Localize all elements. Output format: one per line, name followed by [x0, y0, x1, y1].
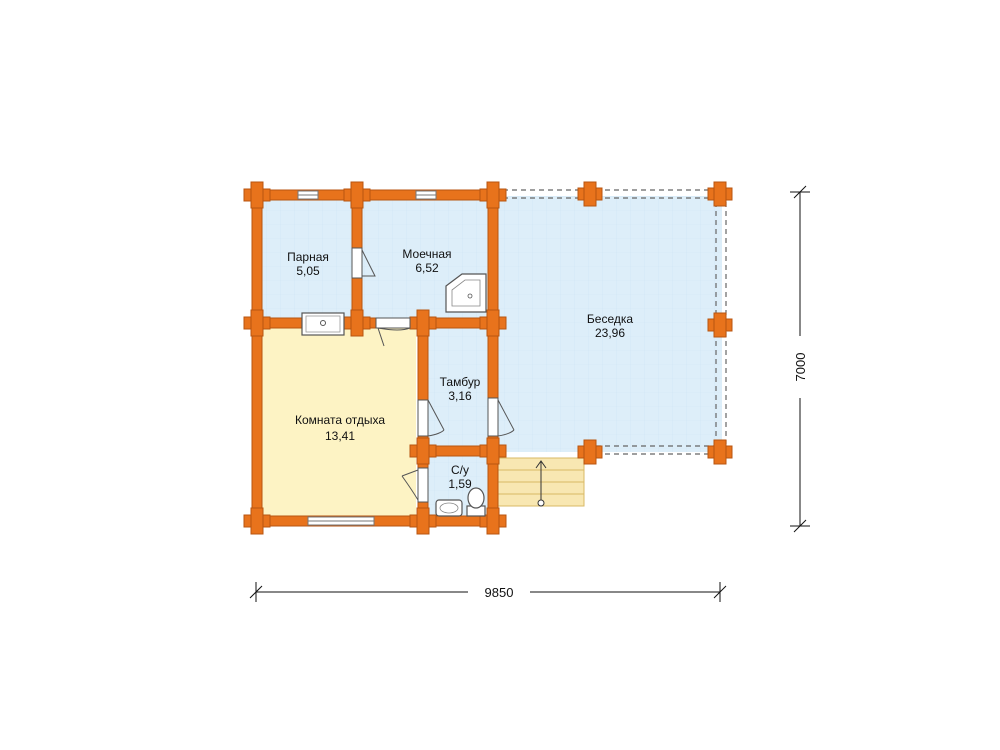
sink	[435, 499, 463, 517]
windows	[297, 190, 437, 526]
wc-name: С/у	[451, 463, 469, 477]
doors	[351, 247, 515, 503]
wash-room-area: 6,52	[415, 261, 439, 275]
door-vestibule-gazebo	[487, 397, 515, 437]
vestibule-name: Тамбур	[440, 375, 481, 389]
height-dimension-line	[790, 185, 810, 533]
gazebo-open-outline	[503, 189, 727, 455]
door-steam-wash	[351, 247, 376, 279]
door-rest-wash	[375, 317, 411, 347]
steam-room-grid	[258, 196, 358, 322]
rest-room-name: Комната отдыха	[295, 413, 385, 427]
gazebo-name: Беседка	[587, 312, 633, 326]
door-vestibule-rest	[417, 399, 445, 437]
shower-tray	[445, 273, 487, 313]
vestibule-grid	[428, 326, 492, 448]
steam-room-name: Парная	[287, 250, 329, 264]
entrance-stairs	[495, 457, 585, 507]
wc-area: 1,59	[448, 477, 472, 491]
width-dimension-label: 9850	[485, 585, 514, 600]
gazebo-area: 23,96	[595, 326, 625, 340]
gazebo-grid	[496, 196, 722, 452]
log-corners	[243, 181, 733, 535]
sauna-stove	[301, 312, 345, 336]
steam-room-area: 5,05	[296, 264, 320, 278]
rest-room-area: 13,41	[325, 429, 355, 443]
wc-fixtures	[435, 487, 486, 517]
vestibule-area: 3,16	[448, 389, 472, 403]
height-dimension-label: 7000	[793, 353, 808, 382]
rest-room-floor	[258, 326, 416, 520]
wash-room-name: Моечная	[402, 247, 451, 261]
toilet	[466, 487, 486, 517]
width-dimension-line	[249, 582, 727, 602]
door-wc	[401, 467, 429, 503]
